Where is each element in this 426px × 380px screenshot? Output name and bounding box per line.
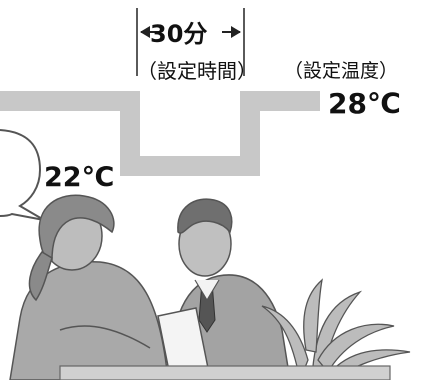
setting-note: （設定温度）	[284, 60, 399, 82]
arrow-right-icon	[222, 26, 241, 38]
temperature-profile-line	[0, 91, 320, 176]
duration-bracket	[136, 8, 245, 76]
arrow-left-icon	[140, 26, 160, 38]
table-surface	[59, 365, 391, 380]
speech-bubble-icon	[0, 129, 45, 221]
duration-label: 30分	[150, 20, 208, 48]
lowered-temperature: 22℃	[44, 162, 115, 193]
woman-figure	[9, 194, 169, 380]
set-temperature: 28℃	[328, 87, 401, 120]
time-note: （設定時間）	[137, 59, 257, 83]
